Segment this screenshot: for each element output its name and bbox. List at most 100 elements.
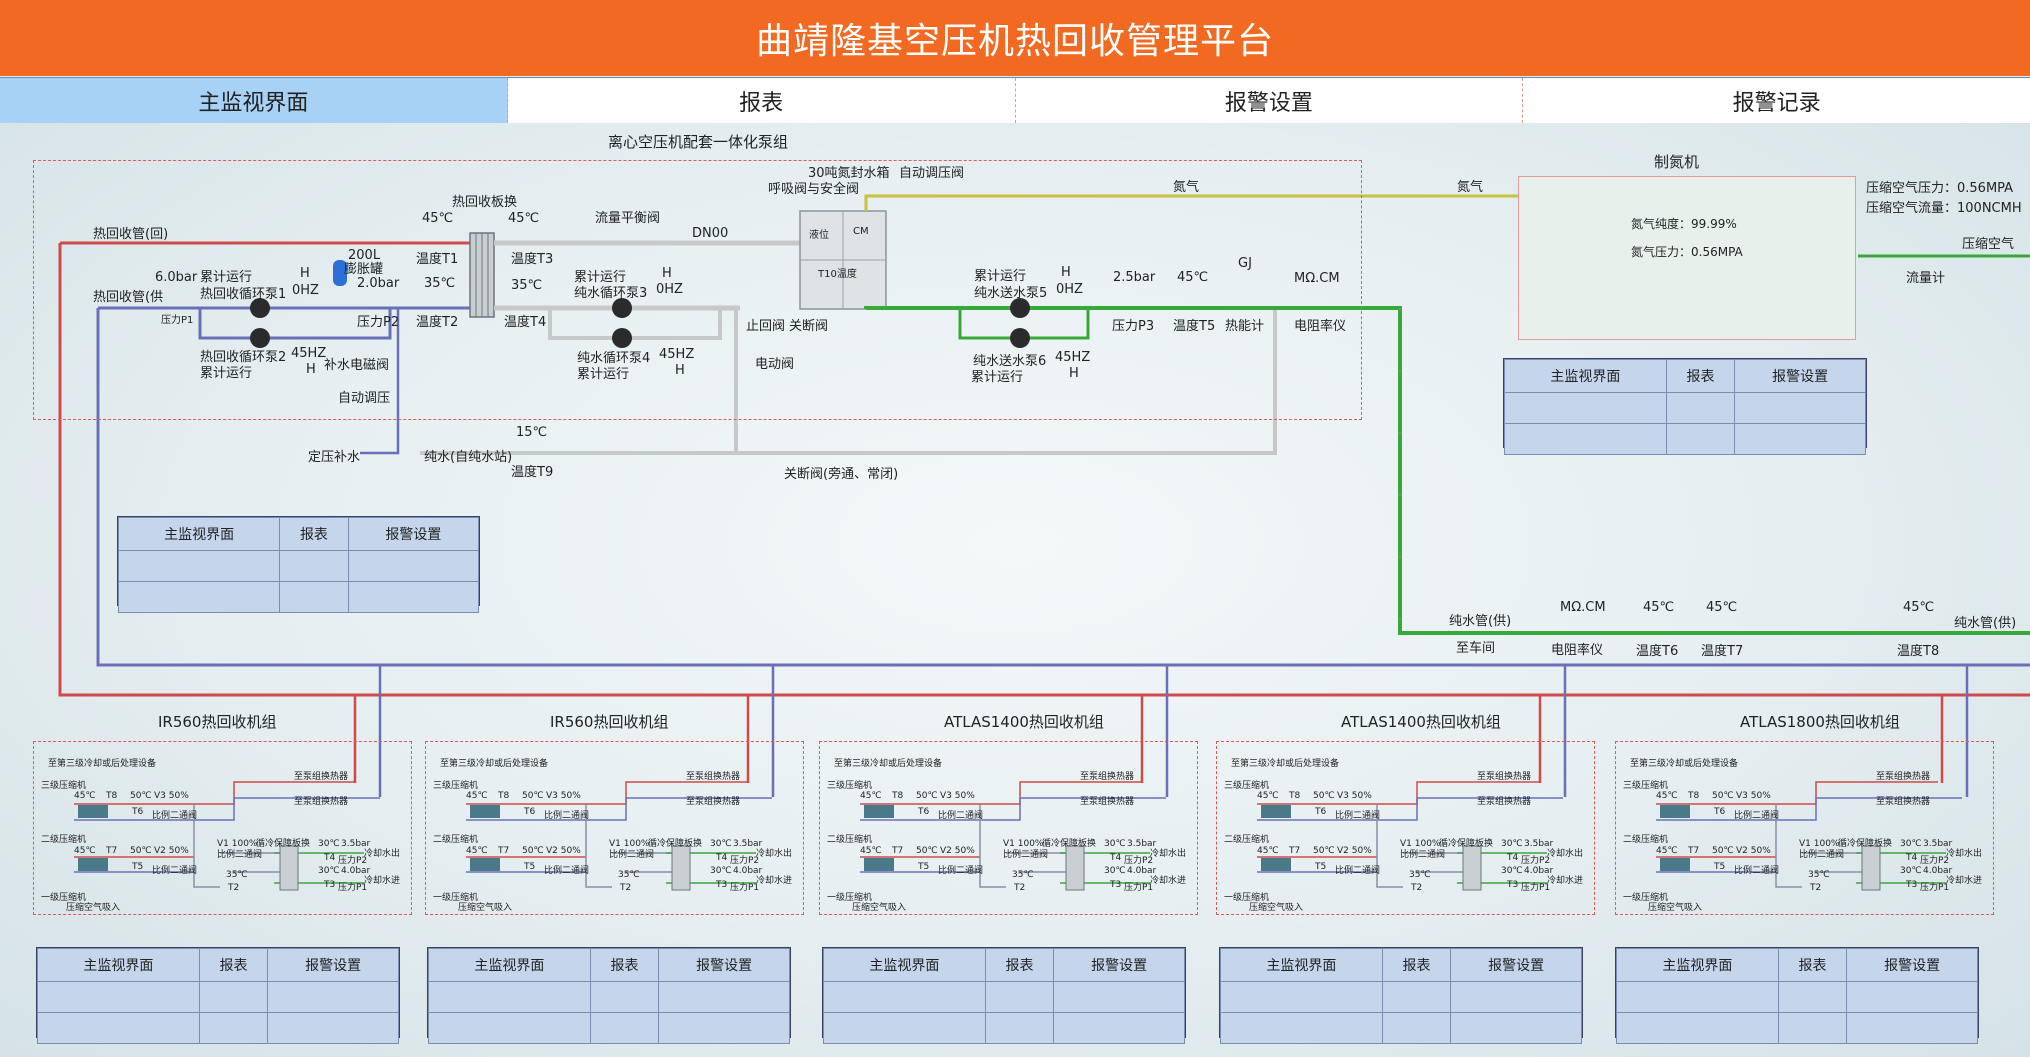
pump2-hz: 45HZ [291, 346, 327, 361]
unit-frame: 至第三级冷却或后处理设备 至泵组换热器 至泵组换热器 三级压缩机 45℃ T8 … [819, 741, 1198, 915]
unit-r2-valve: V2 50% [546, 846, 581, 856]
pressure-p2-label: 压力P2 [357, 315, 400, 330]
pump3-run-label: 累计运行 [574, 270, 627, 285]
auto-reg-valve-label: 自动调压阀 [899, 166, 965, 181]
unit-r1-temp: 45℃ [74, 791, 96, 801]
unit-out-temp: 30℃ [710, 839, 732, 849]
pump6-run-label: 累计运行 [971, 370, 1024, 385]
unit-out-temp: 30℃ [1501, 839, 1523, 849]
pressure-p2-value: 2.0bar [357, 276, 400, 291]
unit-r1-temp: 45℃ [1656, 791, 1678, 801]
tab-report[interactable]: 报表 [508, 78, 1016, 123]
unit-t2-temp: 35℃ [1409, 870, 1431, 880]
unit-cool-in-label: 冷却水进 [756, 876, 793, 886]
table-cell [1504, 423, 1667, 455]
t7-value: 45℃ [1706, 600, 1738, 615]
unit-comp3-label: 三级压缩机 [433, 781, 479, 791]
unit-t2-label: T2 [1411, 883, 1423, 893]
unit-air-in-label: 压缩空气吸入 [458, 903, 513, 913]
unit-r2-temp: 45℃ [466, 846, 488, 856]
tab-main-monitor[interactable]: 主监视界面 [0, 78, 508, 123]
unit-out-pressure: 3.5bar [1923, 839, 1953, 849]
pump3-hz: 0HZ [656, 282, 683, 297]
unit-title: IR560热回收机组 [550, 713, 669, 731]
table-header: 报警设置 [1053, 948, 1185, 982]
unit-comp2-label: 二级压缩机 [827, 835, 873, 845]
table-header: 报警设置 [347, 517, 480, 551]
unit-out-pressure: 3.5bar [1524, 839, 1554, 849]
table-header: 报警设置 [1846, 948, 1978, 982]
table-cell [428, 1012, 591, 1044]
unit-out-pressure: 3.5bar [341, 839, 371, 849]
unit-r1-ratio: 比例二通阀 [544, 811, 590, 821]
unit-r2-valve: V2 50% [1337, 846, 1372, 856]
unit-cool-in-label: 冷却水进 [364, 876, 401, 886]
plate-hx-label: 热回收板换 [452, 195, 518, 210]
table-cell [267, 1012, 399, 1044]
unit-to-hx-label-1: 至泵组换热器 [686, 772, 741, 782]
table-cell [1381, 1012, 1452, 1044]
pump1-hz: 0HZ [292, 283, 319, 298]
tab-alarm-records[interactable]: 报警记录 [1732, 90, 1821, 116]
table-cell [198, 981, 269, 1013]
table-cell [1450, 1012, 1582, 1044]
unit-r1-t: T8 [106, 791, 118, 801]
table-header: 报警设置 [1734, 359, 1866, 393]
air-flow: 压缩空气流量：100NCMH [1866, 201, 2022, 216]
unit-p2-label: 压力P2 [338, 856, 368, 866]
unit-p1-label: 压力P1 [1920, 883, 1950, 893]
table-cell [279, 550, 349, 582]
unit-r2-temp: 45℃ [1656, 846, 1678, 856]
pure-supply-label: 纯水管(供) [1449, 614, 1512, 629]
unit-r2-t2: T5 [524, 862, 536, 872]
unit-r1-t: T8 [892, 791, 904, 801]
unit-comp1-label: 一级压缩机 [1623, 893, 1669, 903]
unit-comp1-label: 一级压缩机 [1224, 893, 1270, 903]
table-header: 报表 [1665, 359, 1736, 393]
pump-group-title: 离心空压机配套一体化泵组 [608, 133, 789, 151]
app-title: 曲靖隆基空压机热回收管理平台 [0, 0, 2030, 76]
unit-r1-t2: T6 [1714, 807, 1726, 817]
table-header: 主监视界面 [1616, 948, 1779, 982]
unit-r2-t2: T5 [1315, 862, 1327, 872]
table-cell [428, 981, 591, 1013]
t2-value: 35℃ [424, 276, 456, 291]
unit-v1-sub: 比例二通阀 [609, 850, 655, 860]
table-cell [1777, 981, 1848, 1013]
table-cell [1220, 1012, 1383, 1044]
unit-in-pressure: 4.0bar [341, 866, 371, 876]
tab-alarm-settings[interactable]: 报警设置 [1016, 78, 1524, 123]
table-header: 报表 [589, 948, 660, 982]
unit-r1-ratio: 比例二通阀 [1335, 811, 1381, 821]
pump1-h: H [300, 266, 310, 281]
unit-hx-label: 循冷保障板换 [1042, 839, 1097, 849]
pump1-run-label: 累计运行 [200, 270, 253, 285]
unit-to-hx-label-2: 至泵组换热器 [1080, 797, 1135, 807]
nitrogen-purity: 氮气纯度：99.99% [1631, 217, 1737, 231]
pump4-h: H [675, 363, 685, 378]
unit-air-in-label: 压缩空气吸入 [1648, 903, 1703, 913]
resistivity-meter-label: 电阻率仪 [1294, 319, 1347, 334]
unit-comp2-label: 二级压缩机 [41, 835, 87, 845]
unit-r1-t2: T6 [918, 807, 930, 817]
unit-comp3-label: 三级压缩机 [1224, 781, 1270, 791]
unit-cool-in-label: 冷却水进 [1150, 876, 1187, 886]
to-workshop-label: 至车间 [1456, 641, 1496, 656]
expansion-tank [333, 260, 347, 286]
unit-r1-temp2: 50℃ [1712, 791, 1734, 801]
unit-cool-out-label: 冷却水出 [756, 849, 793, 859]
unit-frame: 至第三级冷却或后处理设备 至泵组换热器 至泵组换热器 三级压缩机 45℃ T8 … [1615, 741, 1994, 915]
table-header: 主监视界面 [37, 948, 200, 982]
pump5-h: H [1061, 265, 1071, 280]
t6-label: 温度T6 [1636, 644, 1679, 659]
unit-r1-t2: T6 [524, 807, 536, 817]
level-label: 液位 [809, 230, 829, 241]
unit-r2-valve: V2 50% [940, 846, 975, 856]
unit-to-hx-label-2: 至泵组换热器 [1477, 797, 1532, 807]
pump3-name: 纯水循环泵3 [574, 286, 648, 301]
unit-title: ATLAS1400热回收机组 [1341, 713, 1501, 731]
unit-in-pressure: 4.0bar [1127, 866, 1157, 876]
unit-p1-label: 压力P1 [338, 883, 368, 893]
unit-r1-t: T8 [1688, 791, 1700, 801]
status-table-pump-group: 主监视界面报表报警设置 [117, 516, 480, 613]
